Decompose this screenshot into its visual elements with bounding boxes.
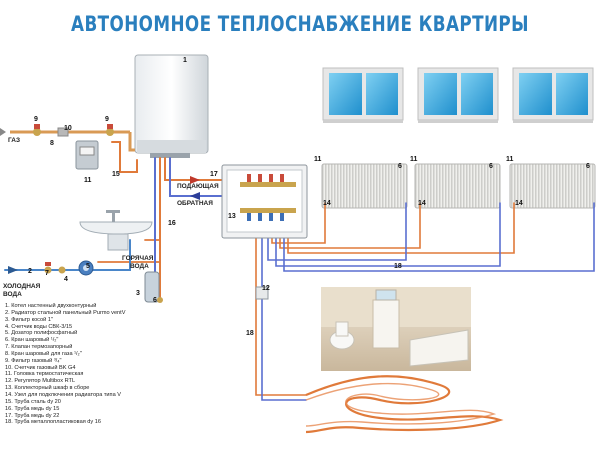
callout-6b: 6 — [489, 163, 493, 170]
legend-item: 15. Труба сталь dy 20 — [5, 398, 61, 405]
legend-item: 16. Труба медь dy 15 — [5, 405, 60, 412]
filter-icon — [144, 271, 160, 303]
legend-item: 14. Узел для подключения радиатора типа … — [5, 391, 121, 398]
legend-item: 2. Радиатор стальной панельный Purmo ven… — [5, 309, 126, 316]
bathroom-icon — [321, 287, 471, 371]
callout-11d: 11 — [506, 156, 514, 163]
gas-label: ГАЗ — [8, 137, 21, 144]
legend-item: 7. Клапан термозапорный — [5, 344, 73, 351]
underfloor-heating-icon — [305, 375, 504, 434]
callout-1: 1 — [183, 57, 187, 64]
legend-item: 12. Регулятор Multibox RTL — [5, 378, 76, 385]
supply-label: ПОДАЮЩАЯ — [177, 183, 219, 190]
radiator-icon — [321, 163, 408, 209]
return-label: ОБРАТНАЯ — [177, 200, 213, 207]
manifold-icon — [221, 164, 308, 239]
callout-4: 4 — [64, 276, 68, 283]
radiator-icon — [509, 163, 596, 209]
callout-6a: 6 — [398, 163, 402, 170]
callout-14b: 14 — [418, 200, 426, 207]
callout-18b: 18 — [246, 330, 254, 337]
legend-item: 4. Счетчик воды СВК-3/15 — [5, 323, 73, 330]
callout-9a: 9 — [34, 116, 38, 123]
callout-8: 8 — [50, 140, 54, 147]
callout-15: 15 — [112, 171, 120, 178]
hot-water-label-2: ВОДА — [130, 263, 149, 270]
callout-11b: 11 — [314, 156, 322, 163]
callout-12: 12 — [262, 285, 270, 292]
regulator-icon — [255, 286, 269, 300]
callout-17: 17 — [210, 171, 218, 178]
callout-14c: 14 — [515, 200, 523, 207]
callout-11c: 11 — [410, 156, 418, 163]
callout-9b: 9 — [105, 116, 109, 123]
callout-13: 13 — [228, 213, 236, 220]
diagram-title: АВТОНОМНОЕ ТЕПЛОСНАБЖЕНИЕ КВАРТИРЫ — [71, 12, 529, 36]
legend-item: 17. Труба медь dy 22 — [5, 412, 60, 419]
callout-2: 2 — [28, 268, 32, 275]
legend: 1. Котел настенный двухконтурный 2. Ради… — [5, 303, 165, 426]
callout-3: 3 — [136, 290, 140, 297]
legend-item: 18. Труба металлопластиковая dy 16 — [5, 419, 101, 426]
radiator-icon — [414, 163, 501, 209]
flow-arrows-return — [0, 128, 200, 274]
callout-5: 5 — [86, 263, 90, 270]
hot-water-label-1: ГОРЯЧАЯ — [122, 255, 154, 262]
legend-item: 5. Дозатор полифосфатный — [5, 330, 78, 337]
sink-icon — [79, 210, 153, 251]
legend-item: 6. Кран шаровый ¹/₂" — [5, 337, 59, 344]
window-icon — [417, 67, 499, 123]
window-icon — [322, 67, 404, 123]
legend-item: 11. Головка термостатическая — [5, 371, 84, 378]
callout-11a: 11 — [84, 177, 92, 184]
callout-16: 16 — [168, 220, 176, 227]
callout-10: 10 — [64, 125, 72, 132]
cold-water-label-2: ВОДА — [3, 291, 22, 298]
callout-7: 7 — [45, 270, 49, 277]
water-meter-icon — [78, 260, 94, 276]
legend-item: 10. Счетчик газовый BK G4 — [5, 364, 76, 371]
gas-meter-icon — [75, 140, 99, 170]
flow-arrows — [190, 176, 200, 184]
legend-item: 8. Кран шаровый для газа ¹/₂" — [5, 350, 82, 357]
gas-valve-icon — [33, 124, 114, 137]
callout-6d: 6 — [153, 297, 157, 304]
legend-item: 1. Котел настенный двухконтурный — [5, 303, 97, 309]
legend-item: 9. Фильтр газовый ³/₄" — [5, 357, 62, 364]
legend-item: 3. Фильтр косой 1" — [5, 316, 53, 323]
boiler-icon — [134, 54, 209, 158]
callout-6c: 6 — [586, 163, 590, 170]
callout-18a: 18 — [394, 263, 402, 270]
callout-14a: 14 — [323, 200, 331, 207]
legend-item: 13. Коллекторный шкаф в сборе — [5, 385, 90, 392]
window-icon — [512, 67, 594, 123]
cold-water-label-1: ХОЛОДНАЯ — [3, 283, 41, 290]
valve-icon — [44, 262, 163, 303]
